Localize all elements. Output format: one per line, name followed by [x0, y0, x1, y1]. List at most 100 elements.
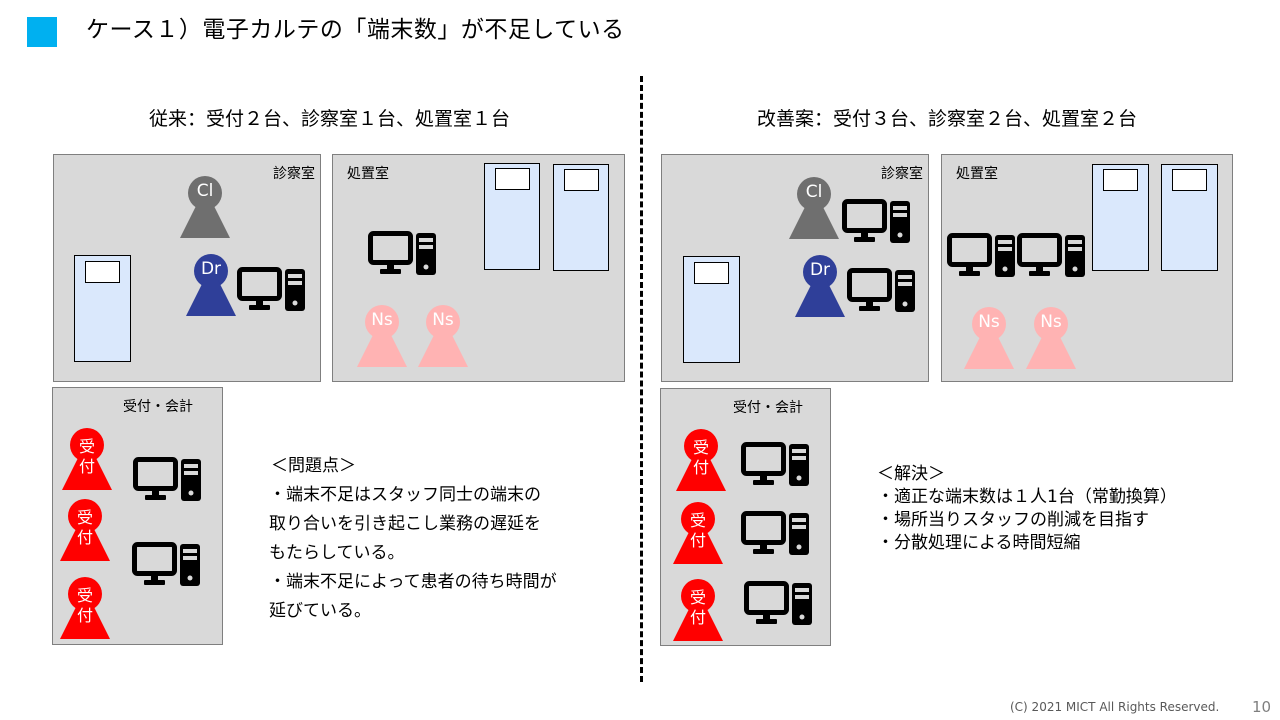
title-accent-square [27, 17, 57, 47]
person-reception: 受付 [676, 429, 726, 491]
bed [683, 256, 740, 363]
computer-icon [847, 268, 917, 314]
section-divider [640, 76, 643, 682]
before-heading: 従来：受付２台、診察室１台、処置室１台 [149, 108, 511, 130]
desktop-computer-icon [741, 511, 809, 555]
person-icon [180, 176, 230, 238]
pillow [1172, 169, 1207, 191]
computer-icon [368, 231, 438, 277]
person-label: 受付 [76, 586, 93, 625]
desktop-computer-icon [1017, 233, 1085, 277]
desktop-computer-icon [741, 442, 809, 486]
problems-line: ・端末不足はスタッフ同士の端末の [269, 485, 541, 505]
before-treatment-room: 処置室 Ns Ns [332, 154, 625, 382]
room-label: 受付・会計 [733, 400, 803, 416]
pillow [85, 261, 120, 283]
person-nurse: Ns [964, 307, 1014, 369]
before-exam-room: 診察室 Cl Dr [53, 154, 321, 382]
copyright: (C) 2021 MICT All Rights Reserved. [1010, 700, 1220, 714]
person-label: Ns [1040, 312, 1062, 332]
desktop-computer-icon [133, 457, 201, 501]
solution-heading: ＜解決＞ [877, 464, 945, 484]
person-nurse: Ns [357, 305, 407, 367]
solution-line: ・適正な端末数は１人1台（常勤換算） [877, 487, 1177, 507]
computer-icon [741, 442, 811, 488]
person-icon [673, 502, 723, 564]
before-reception-room: 受付・会計 受付 受付 受付 [52, 387, 223, 645]
person-reception: 受付 [60, 577, 110, 639]
person-label: Dr [809, 260, 831, 280]
person-icon [676, 429, 726, 491]
person-label: 受付 [78, 437, 95, 476]
desktop-computer-icon [744, 581, 812, 625]
computer-icon [842, 199, 912, 245]
person-reception: 受付 [673, 502, 723, 564]
solution-line: ・場所当りスタッフの削減を目指す [877, 510, 1149, 530]
computer-icon [744, 581, 814, 627]
computer-icon [947, 233, 1017, 279]
person-label: Dr [200, 259, 222, 279]
person-nurse: Ns [418, 305, 468, 367]
person-icon [964, 307, 1014, 369]
solution-notes: ＜解決＞ ・適正な端末数は１人1台（常勤換算） ・場所当りスタッフの削減を目指す… [877, 463, 1177, 555]
person-icon [186, 254, 236, 316]
person-label: Cl [196, 181, 214, 201]
bed [1092, 164, 1149, 271]
problems-line: ・端末不足によって患者の待ち時間が [269, 572, 557, 592]
bed [553, 164, 609, 271]
person-icon [357, 305, 407, 367]
person-label: Ns [432, 310, 454, 330]
person-clerk: Cl [789, 177, 839, 239]
person-icon [795, 255, 845, 317]
room-label: 受付・会計 [123, 399, 193, 415]
person-label: 受付 [692, 438, 709, 477]
after-exam-room: 診察室 Cl Dr [661, 154, 929, 382]
page-title: ケース１）電子カルテの「端末数」が不足している [86, 17, 625, 43]
person-icon [60, 577, 110, 639]
person-icon [673, 579, 723, 641]
page-number: 10 [1252, 698, 1272, 716]
pillow [495, 168, 530, 190]
problems-notes: ＜問題点＞ ・端末不足はスタッフ同士の端末の 取り合いを引き起こし業務の遅延を … [269, 452, 557, 626]
person-icon [60, 499, 110, 561]
person-icon [62, 428, 112, 490]
solution-line: ・分散処理による時間短縮 [877, 533, 1081, 553]
room-label: 診察室 [273, 166, 315, 182]
room-label: 診察室 [881, 166, 923, 182]
desktop-computer-icon [842, 199, 910, 243]
person-label: Ns [978, 312, 1000, 332]
desktop-computer-icon [947, 233, 1015, 277]
problems-heading: ＜問題点＞ [271, 456, 356, 476]
person-label: 受付 [689, 511, 706, 550]
pillow [1103, 169, 1138, 191]
person-label: 受付 [76, 508, 93, 547]
computer-icon [133, 457, 203, 503]
after-reception-room: 受付・会計 受付 受付 受付 [660, 388, 831, 646]
room-label: 処置室 [347, 166, 389, 182]
person-doctor: Dr [186, 254, 236, 316]
desktop-computer-icon [237, 267, 305, 311]
person-clerk: Cl [180, 176, 230, 238]
after-heading: 改善案：受付３台、診察室２台、処置室２台 [757, 108, 1138, 130]
person-label: 受付 [689, 588, 706, 627]
computer-icon [1017, 233, 1087, 279]
person-label: Ns [371, 310, 393, 330]
desktop-computer-icon [132, 542, 200, 586]
computer-icon [237, 267, 307, 313]
person-reception: 受付 [62, 428, 112, 490]
pillow [564, 169, 599, 191]
computer-icon [741, 511, 811, 557]
bed [484, 163, 540, 270]
room-label: 処置室 [956, 166, 998, 182]
person-label: Cl [805, 182, 823, 202]
desktop-computer-icon [368, 231, 436, 275]
problems-line: 取り合いを引き起こし業務の遅延を [269, 514, 541, 534]
person-icon [1026, 307, 1076, 369]
pillow [694, 262, 729, 284]
bed [1161, 164, 1218, 271]
person-icon [418, 305, 468, 367]
after-treatment-room: 処置室 Ns Ns [941, 154, 1233, 382]
problems-line: 延びている。 [269, 601, 371, 621]
computer-icon [132, 542, 202, 588]
bed [74, 255, 131, 362]
